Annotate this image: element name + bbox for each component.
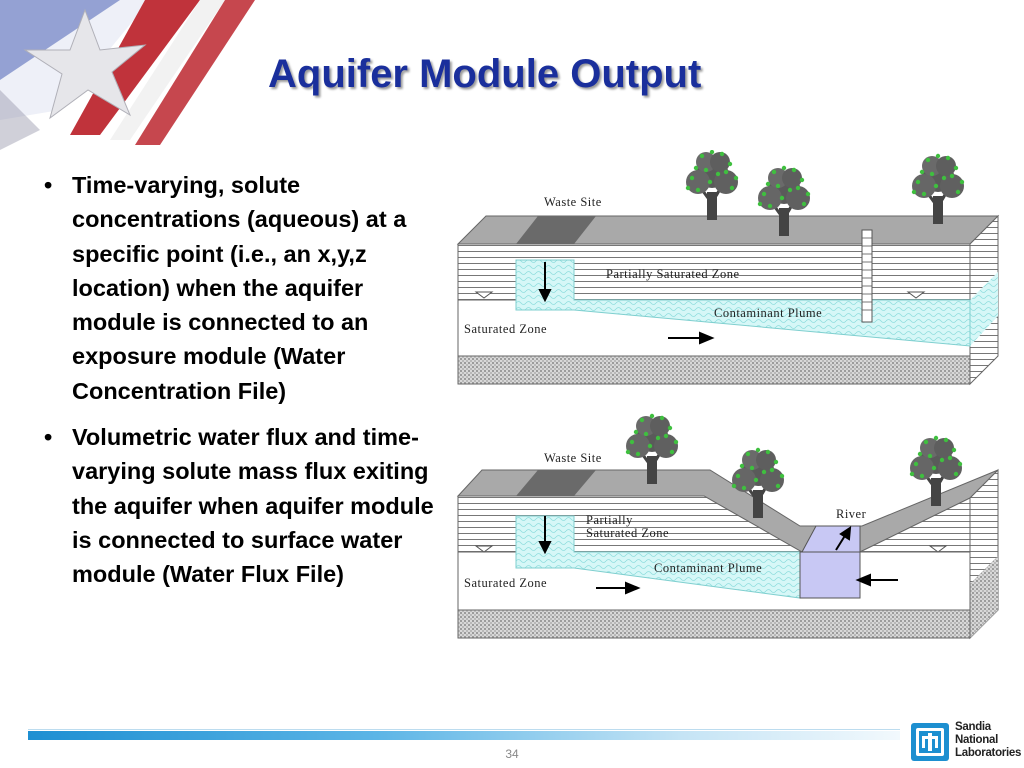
river-channel bbox=[799, 551, 861, 599]
waste-site-block bbox=[516, 470, 596, 496]
logo-line: Sandia bbox=[955, 721, 991, 733]
slide-title: Aquifer Module Output bbox=[268, 52, 702, 96]
page-number: 34 bbox=[505, 747, 519, 761]
flag-star-decoration bbox=[0, 0, 255, 150]
bullet-marker: • bbox=[44, 424, 53, 451]
upward-arrow bbox=[835, 526, 852, 551]
waste-site-block bbox=[516, 216, 596, 244]
downward-arrow bbox=[538, 516, 552, 555]
footer-divider bbox=[28, 729, 900, 730]
downward-arrow bbox=[538, 262, 552, 303]
tree-icon bbox=[910, 152, 966, 226]
aquifer-diagram-exposure: Waste Site Partially Saturated Zone Cont… bbox=[456, 150, 1000, 386]
label-partially-saturated-line1: Partially bbox=[586, 513, 633, 527]
label-partially-saturated-line2: Saturated Zone bbox=[586, 526, 669, 540]
label-waste-site: Waste Site bbox=[544, 451, 602, 465]
label-saturated-zone: Saturated Zone bbox=[464, 576, 547, 590]
bullet-item: • Time-varying, solute concentrations (a… bbox=[44, 168, 434, 408]
logo-line: National bbox=[955, 734, 998, 746]
footer-gradient-bar bbox=[28, 731, 900, 740]
sandia-wordmark: Sandia National Laboratories bbox=[955, 721, 1021, 760]
label-waste-site: Waste Site bbox=[544, 195, 602, 209]
bullet-item: • Volumetric water flux and time-varying… bbox=[44, 420, 434, 591]
label-contaminant-plume: Contaminant Plume bbox=[714, 306, 822, 320]
logo-line: Laboratories bbox=[955, 747, 1022, 759]
flow-arrow bbox=[596, 581, 641, 595]
label-river: River bbox=[836, 507, 867, 521]
label-saturated-zone: Saturated Zone bbox=[464, 322, 547, 336]
inflow-arrow bbox=[855, 573, 898, 587]
label-contaminant-plume: Contaminant Plume bbox=[654, 561, 762, 575]
bullet-text: Volumetric water flux and time-varying s… bbox=[72, 424, 434, 588]
bullet-text: Time-varying, solute concentrations (aqu… bbox=[72, 172, 407, 404]
tree-icon bbox=[684, 150, 740, 222]
bullet-marker: • bbox=[44, 172, 53, 198]
flow-arrow bbox=[668, 331, 715, 345]
sandia-thunderbird-logo-icon bbox=[911, 723, 949, 761]
aquifer-diagram-surface-water: Waste Site Partially Saturated Zone Rive… bbox=[456, 412, 999, 640]
label-partially-saturated: Partially Saturated Zone bbox=[606, 267, 740, 281]
contaminant-plume bbox=[515, 259, 971, 347]
bullet-list: • Time-varying, solute concentrations (a… bbox=[44, 168, 434, 604]
monitoring-well bbox=[861, 229, 873, 323]
